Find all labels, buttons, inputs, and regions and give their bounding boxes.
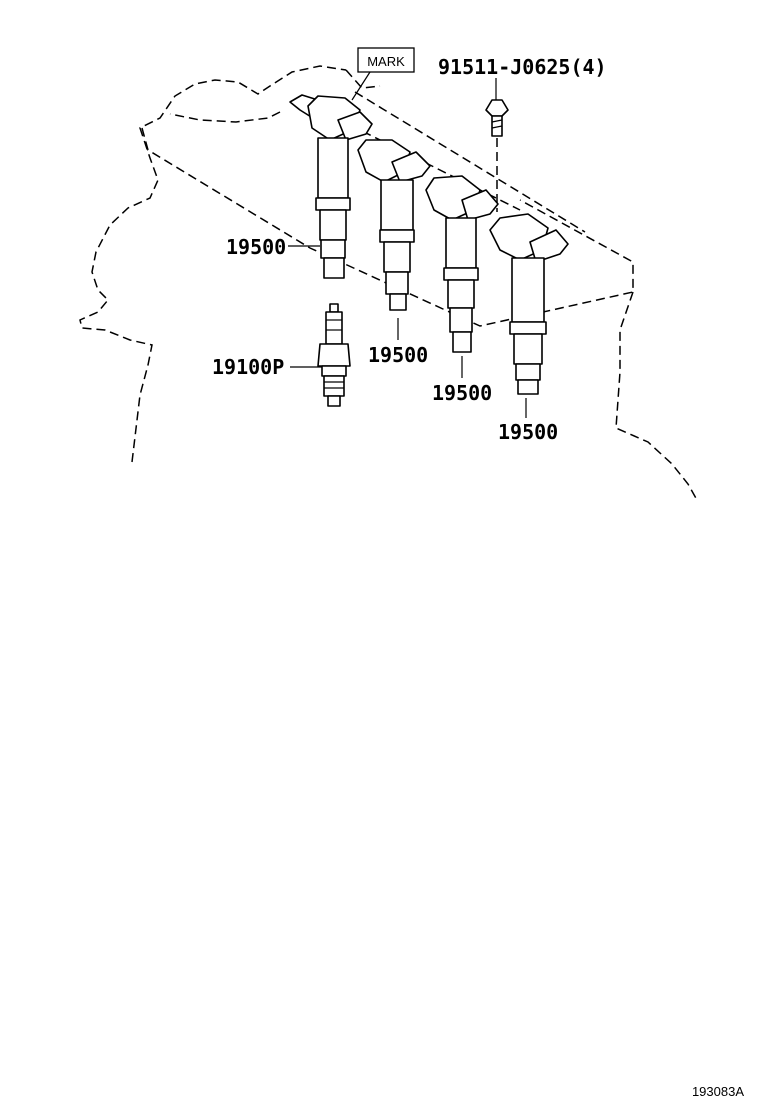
leader-lines — [288, 71, 527, 418]
mounting-bolt — [485, 99, 509, 212]
ignition-coil-4 — [489, 213, 569, 395]
mark-box — [357, 47, 415, 73]
ignition-coil-2 — [357, 139, 431, 311]
bolt-part-label: 91511-J0625(4) — [438, 55, 607, 79]
figure-id: 193083A — [692, 1084, 744, 1099]
mark-label: MARK — [367, 54, 405, 69]
engine-outline — [79, 65, 698, 501]
coil-4-part-label: 19500 — [498, 420, 558, 444]
coil-3-part-label: 19500 — [432, 381, 492, 405]
ignition-coil-1 — [289, 94, 373, 279]
coil-1-part-label: 19500 — [226, 235, 286, 259]
spark-plug — [317, 303, 351, 407]
coil-2-part-label: 19500 — [368, 343, 428, 367]
ignition-coil-3 — [425, 175, 499, 353]
spark-plug-part-label: 19100P — [212, 355, 284, 379]
